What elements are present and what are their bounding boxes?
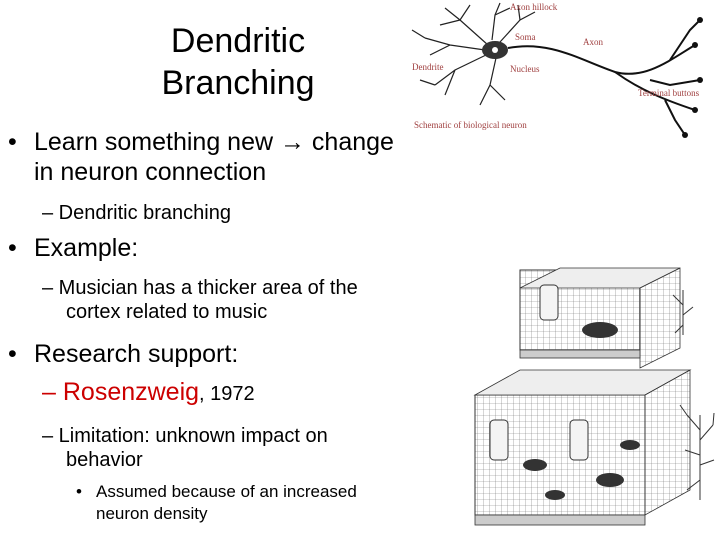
bullet-glyph-small: • [76, 482, 82, 501]
small-cage-icon [519, 267, 681, 369]
slide-title: Dendritic Branching [118, 20, 358, 104]
terminal-buttons-icon [682, 17, 703, 138]
bullet-learn-line2: in neuron connection [34, 158, 267, 186]
large-cage-icon [473, 369, 692, 526]
subsub-assumed-line1: Assumed because of an increased [96, 482, 357, 501]
bullet-research: • Research support: [8, 339, 238, 369]
bullet-learn-text-b: change [304, 128, 394, 156]
sub-musician: – Musician has a thicker area of the cor… [42, 276, 358, 324]
sub-musician-line2: cortex related to music [66, 301, 268, 323]
nucleus-icon [492, 47, 498, 53]
bullet-learn: • Learn something new → change in neuron… [8, 127, 394, 187]
bullet-glyph: • [8, 128, 17, 156]
sub-rosenzweig: – Rosenzweig, 1972 [42, 378, 255, 407]
rosenzweig-name: Rosenzweig [62, 378, 200, 406]
label-dendrite: Dendrite [412, 62, 444, 72]
rosenzweig-year: , 1972 [199, 383, 255, 405]
bullet-glyph: • [8, 340, 17, 368]
sub-limitation-line1: – Limitation: unknown impact on [42, 425, 328, 447]
bullet-example-text: Example: [34, 234, 139, 262]
label-terminal: Terminal buttons [638, 88, 700, 98]
sub-musician-line1: – Musician has a thicker area of the [42, 277, 358, 299]
bullet-learn-text-a: Learn something new [34, 128, 280, 156]
sub-dendritic-branching: – Dendritic branching [42, 202, 231, 224]
rosenzweig-dash: – [42, 378, 63, 406]
sub-limitation-line2: behavior [66, 449, 143, 471]
rat-cages-illustration [473, 267, 715, 526]
subsub-assumed: • Assumed because of an increased neuron… [76, 481, 357, 525]
bullet-glyph: • [8, 234, 17, 262]
sub-limitation: – Limitation: unknown impact on behavior [42, 424, 328, 472]
title-line-2: Branching [161, 64, 315, 102]
dendrites-icon [411, 2, 536, 106]
sparse-neuron-icon [672, 290, 694, 335]
subsub-assumed-line2: neuron density [96, 504, 208, 523]
label-axon-hillock: Axon hillock [510, 2, 558, 12]
label-caption: Schematic of biological neuron [414, 120, 527, 130]
arrow-icon: → [279, 128, 305, 156]
label-axon: Axon [583, 37, 603, 47]
bullet-example: • Example: [8, 233, 138, 263]
label-soma: Soma [515, 32, 536, 42]
dense-neuron-icon [679, 404, 715, 500]
bullet-research-text: Research support: [34, 340, 239, 368]
label-nucleus: Nucleus [510, 64, 540, 74]
title-line-1: Dendritic [170, 22, 306, 60]
neuron-diagram: Axon hillock Soma Axon Dendrite Nucleus … [411, 2, 703, 138]
axon-icon [507, 19, 701, 136]
